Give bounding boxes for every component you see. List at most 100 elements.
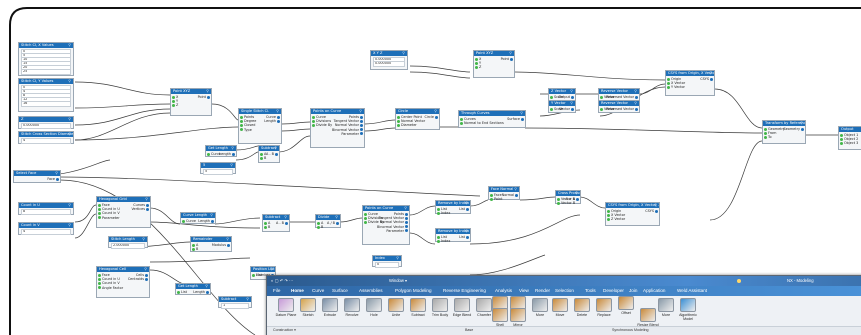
input-port[interactable]: Parameter	[98, 216, 120, 220]
input-port-dot[interactable]	[240, 128, 243, 132]
input-port[interactable]: Closed	[240, 123, 255, 127]
input-port[interactable]: Vector A	[557, 197, 575, 201]
node-title[interactable]: Stitch Cl, X Values⚲	[19, 43, 73, 48]
value-field[interactable]: 0.000000	[373, 61, 405, 67]
node-title[interactable]: Reverse Vector⚲	[599, 101, 639, 106]
output-port-dot[interactable]	[227, 243, 230, 247]
input-port[interactable]: Y	[475, 61, 481, 65]
output-port[interactable]: Points	[394, 212, 408, 216]
input-port[interactable]: Curve	[312, 115, 326, 119]
node-title[interactable]: Remainder⚲	[191, 237, 231, 242]
output-port[interactable]: List	[459, 235, 469, 239]
input-port-dot[interactable]	[317, 225, 320, 229]
node-search-icon[interactable]: ⚲	[206, 89, 209, 93]
input-port-dot[interactable]	[240, 115, 243, 119]
tool-shell[interactable]: Shell	[489, 308, 511, 327]
input-port[interactable]: To	[764, 135, 772, 139]
tab-selection[interactable]: Selection	[555, 288, 574, 293]
tab-surface[interactable]: Surface	[332, 288, 348, 293]
input-port-dot[interactable]	[437, 211, 440, 215]
node-csys2[interactable]: CSYS from Origin, X Vector, Z Vector⚲Ori…	[605, 202, 660, 226]
input-port-dot[interactable]	[397, 123, 400, 127]
tool-unite[interactable]: Unite	[385, 298, 407, 317]
output-port[interactable]: Face	[47, 177, 59, 181]
output-port-dot[interactable]	[405, 212, 408, 216]
input-port[interactable]: Normal Vector	[397, 119, 425, 123]
tool-datum-plane[interactable]: Datum Plane	[275, 298, 297, 317]
output-port[interactable]: Normal Vector	[380, 220, 408, 224]
input-port-dot[interactable]	[207, 152, 210, 156]
input-port-dot[interactable]	[437, 239, 440, 243]
node-title[interactable]: Count in V⚲	[19, 223, 73, 228]
output-port[interactable]: Modulus	[212, 243, 230, 247]
node-title[interactable]: 5⚲	[201, 163, 235, 168]
output-port-dot[interactable]	[277, 115, 280, 119]
node-search-icon[interactable]: ⚲	[246, 297, 249, 301]
input-port-dot[interactable]	[260, 152, 263, 156]
output-port-dot[interactable]	[211, 219, 214, 223]
tab-view[interactable]: View	[519, 288, 529, 293]
input-port[interactable]: List	[252, 273, 262, 277]
input-port-dot[interactable]	[364, 212, 367, 216]
node-title[interactable]: Hexagonal Grid⚲	[97, 197, 150, 202]
output-port-dot[interactable]	[360, 123, 363, 127]
node-search-icon[interactable]: ⚲	[144, 267, 147, 271]
input-port-dot[interactable]	[312, 115, 315, 119]
window-menu[interactable]: Window ▾	[389, 278, 408, 283]
input-port[interactable]: Count in U	[98, 277, 120, 281]
node-search-icon[interactable]: ⚲	[402, 51, 405, 55]
input-port-dot[interactable]	[252, 273, 255, 277]
value-field[interactable]: 4	[21, 229, 71, 235]
node-cross[interactable]: Stitch Cross Section Diameter⚲4	[18, 131, 74, 144]
input-port-dot[interactable]	[98, 281, 101, 285]
tab-polygon-modeling[interactable]: Polygon Modeling	[395, 288, 432, 293]
input-port-dot[interactable]	[98, 286, 101, 290]
output-port[interactable]: Curves	[133, 203, 149, 207]
output-port[interactable]: Output	[558, 95, 574, 99]
node-csys[interactable]: CSYS from Origin, X Vector, Y Vector⚲Ori…	[665, 70, 715, 96]
node-search-icon[interactable]: ⚲	[274, 146, 277, 150]
tab-curve[interactable]: Curve	[312, 288, 325, 293]
input-port[interactable]: Points	[240, 115, 254, 119]
node-title[interactable]: Circle⚲	[396, 109, 439, 114]
input-port-dot[interactable]	[607, 213, 610, 217]
input-port-dot[interactable]	[557, 197, 560, 201]
output-port-dot[interactable]	[655, 209, 658, 213]
input-port[interactable]: Y	[172, 99, 178, 103]
tool-edge-blend[interactable]: Edge Blend	[451, 298, 473, 317]
value-field[interactable]: 16	[21, 101, 71, 107]
output-port-dot[interactable]	[145, 277, 148, 281]
output-port[interactable]: Binormal Vector	[377, 225, 408, 229]
output-port-dot[interactable]	[207, 95, 210, 99]
node-title[interactable]: Cross Product⚲	[556, 191, 580, 196]
output-port-dot[interactable]	[405, 229, 408, 233]
node-search-icon[interactable]: ⚲	[68, 117, 71, 121]
input-port-dot[interactable]	[667, 85, 670, 89]
input-port[interactable]: Origin	[667, 77, 681, 81]
input-port-dot[interactable]	[98, 216, 101, 220]
tool-move[interactable]: Move	[549, 298, 571, 317]
input-port-dot[interactable]	[475, 61, 478, 65]
node-title[interactable]: Points on Curve⚲	[311, 109, 364, 114]
node-title[interactable]: Subtract⚲	[219, 297, 251, 302]
output-port[interactable]: Points	[349, 115, 363, 119]
node-title[interactable]: Through Curves⚲	[459, 111, 525, 116]
output-port-dot[interactable]	[285, 221, 288, 225]
output-port-dot[interactable]	[232, 152, 235, 156]
input-port-dot[interactable]	[840, 133, 843, 137]
node-title[interactable]: Count in U⚲	[19, 203, 73, 208]
output-port-dot[interactable]	[576, 197, 579, 201]
node-countu[interactable]: Count in U⚲8	[18, 202, 74, 215]
input-port[interactable]: Normal to End Sections	[460, 121, 504, 125]
node-search-icon[interactable]: ⚲	[575, 191, 578, 195]
tool-resize-blend[interactable]: Resize Blend	[637, 308, 659, 327]
